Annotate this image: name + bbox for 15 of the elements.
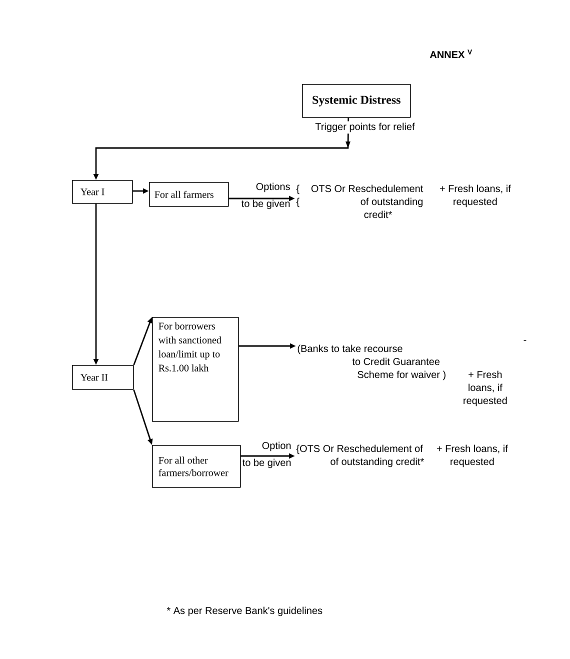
process-box: For all other farmers/borrower [152, 445, 241, 488]
dash-label: - [524, 340, 526, 341]
edge-label: Trigger points for relief [314, 121, 416, 134]
process-box: For borrowers with sanctioned loan/limit up to Rs.1.00 lakh [152, 317, 239, 422]
footnote: * As per Reserve Bank's guidelines [166, 606, 322, 616]
option-text: (Banks to take recourse to Credit Guarantee Scheme for waiver ) + Fresh loans, if requested [298, 344, 507, 406]
process-box: Systemic Distress [302, 84, 411, 118]
edge-label: Option to be given [242, 442, 291, 468]
process-box: For all farmers [149, 182, 229, 207]
heading: ANNEX $^{V}$ [430, 50, 472, 58]
option-text: {OTS Or Reschedulement of of outstanding credit* + Fresh loans, if requested [296, 444, 508, 468]
process-box: Year II [72, 365, 134, 390]
process-box: Year I [72, 180, 133, 204]
option-text: { { OTS Or Reschedulement of outstanding credit* + Fresh loans, if requested [296, 184, 511, 218]
edge-label: Options to be given [242, 182, 290, 210]
